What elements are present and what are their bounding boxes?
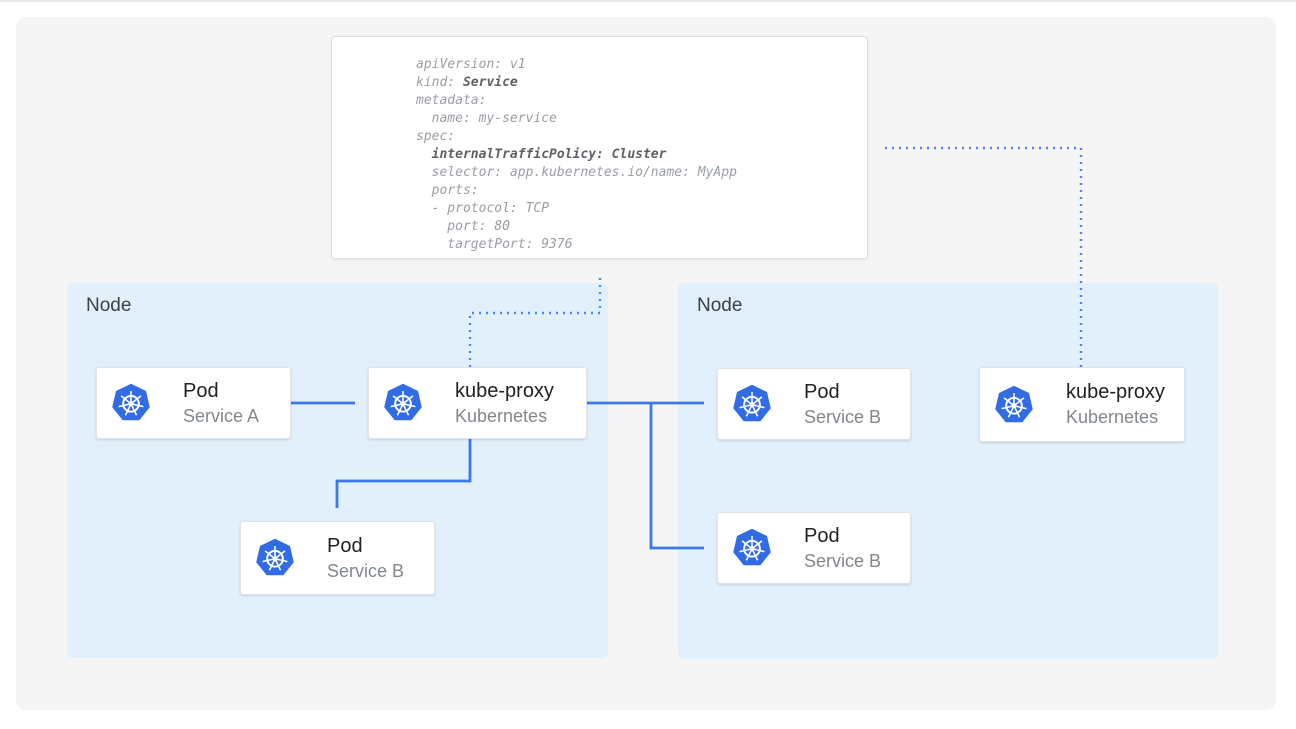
card-kube-proxy-right: kube-proxy Kubernetes [979, 367, 1185, 442]
card-pod-service-a: Pod Service A [96, 367, 291, 439]
card-subtitle: Service B [804, 406, 882, 427]
node-box-left: Node [67, 283, 608, 658]
card-subtitle: Kubernetes [455, 405, 548, 426]
node-box-right: Node [678, 283, 1218, 659]
service-yaml-panel: apiVersion: v1 kind: Service metadata: n… [331, 36, 868, 259]
card-pod-service-b-right-top: Pod Service B [717, 368, 911, 440]
card-title: Pod [804, 380, 840, 403]
kubernetes-logo-icon [732, 528, 772, 568]
card-title: Pod [804, 524, 840, 547]
yaml-line: - protocol: TCP [416, 201, 550, 216]
node-label: Node [697, 295, 743, 316]
card-subtitle: Kubernetes [1066, 407, 1159, 427]
yaml-line: spec: [416, 129, 456, 144]
kubernetes-logo-icon [383, 383, 423, 423]
top-divider [0, 0, 1296, 2]
card-kube-proxy-left: kube-proxy Kubernetes [368, 367, 587, 439]
yaml-line: selector: app.kubernetes.io/name: MyApp [416, 165, 737, 180]
yaml-line: apiVersion: v1 [416, 57, 526, 72]
kubernetes-logo-icon [994, 385, 1034, 425]
card-subtitle: Service A [183, 405, 260, 426]
yaml-line: internalTrafficPolicy: Cluster [431, 147, 667, 162]
card-title: Pod [183, 379, 219, 402]
card-title: kube-proxy [1066, 381, 1165, 403]
yaml-line: ports: [416, 183, 479, 198]
card-subtitle: Service B [804, 550, 882, 571]
yaml-line: name: my-service [416, 111, 557, 126]
card-subtitle: Service B [327, 560, 405, 581]
kubernetes-logo-icon [255, 538, 295, 578]
yaml-line: port: 80 [416, 219, 510, 234]
yaml-line: kind: Service [416, 75, 518, 90]
yaml-line: targetPort: 9376 [416, 237, 573, 252]
kubernetes-logo-icon [732, 384, 772, 424]
card-pod-service-b-right-bottom: Pod Service B [717, 512, 911, 584]
kubernetes-logo-icon [111, 383, 151, 423]
node-label: Node [86, 295, 132, 316]
card-pod-service-b-left: Pod Service B [240, 521, 435, 595]
yaml-line: metadata: [416, 93, 487, 108]
card-title: Pod [327, 534, 363, 557]
card-title: kube-proxy [455, 379, 554, 402]
